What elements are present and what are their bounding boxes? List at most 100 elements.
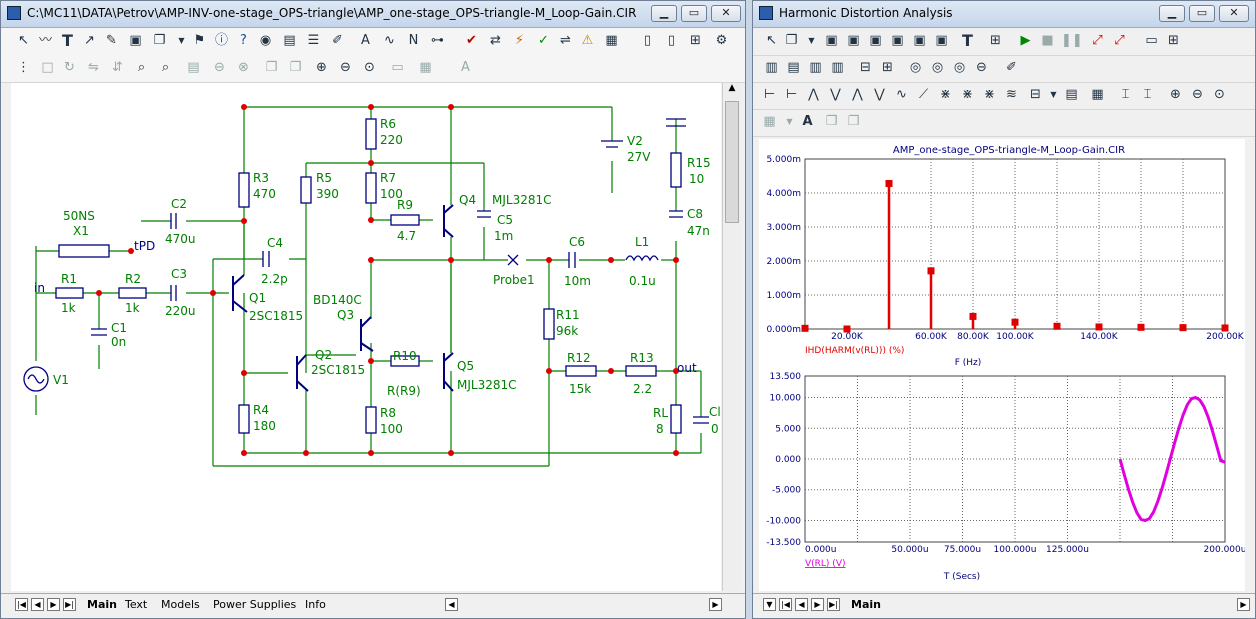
a-valley-icon[interactable]: ⋁ <box>830 87 841 102</box>
a-high-icon[interactable]: ⋀ <box>852 87 863 102</box>
a-global4-icon[interactable]: ≋ <box>1006 87 1017 102</box>
a-grid-dd-icon[interactable]: ▼ <box>786 117 793 126</box>
flip-icon[interactable]: ⇵ <box>112 60 123 75</box>
a-num-icon[interactable]: ▦ <box>1091 87 1104 102</box>
wire-icon[interactable]: 〰 <box>38 33 52 48</box>
text-tool-icon[interactable]: A <box>361 33 370 48</box>
a-scale2-icon[interactable]: ⤢ <box>1114 33 1125 48</box>
analysis-maximize-button[interactable]: ▭ <box>1189 5 1215 22</box>
zoom-out-icon[interactable]: ⊖ <box>340 60 351 75</box>
box-icon[interactable]: □ <box>41 60 54 75</box>
a-nav-last-button[interactable]: ▶| <box>827 598 840 611</box>
a-run-icon[interactable]: ▶ <box>1020 33 1031 48</box>
a-tool1-icon[interactable]: ◎ <box>909 60 922 75</box>
maximize-button[interactable]: ▭ <box>681 5 707 22</box>
text-icon[interactable]: T <box>62 31 73 50</box>
analysis-close-button[interactable]: ✕ <box>1219 5 1249 22</box>
a-ungroup-icon[interactable]: ❐ <box>847 114 860 129</box>
copy-icon[interactable]: ❐ <box>153 33 166 48</box>
plot-area[interactable]: AMP_one-stage_OPS-triangle-M_Loop-Gain.C… <box>759 139 1245 591</box>
a-cursor2-icon[interactable]: ⊢ <box>785 87 798 102</box>
a-select-icon[interactable]: ↖ <box>766 33 777 48</box>
arrows-icon[interactable]: ⇄ <box>490 33 501 48</box>
schematic-titlebar[interactable]: C:\MC11\DATA\Petrov\AMP-INV-one-stage_OP… <box>1 1 745 28</box>
nav-last-button[interactable]: ▶| <box>63 598 76 611</box>
globe-icon[interactable]: ◉ <box>259 33 272 48</box>
hscroll-left-button[interactable]: ◀ <box>445 598 458 611</box>
grid-toggle-icon[interactable]: ▦ <box>419 60 432 75</box>
cancel-icon[interactable]: ⊗ <box>238 60 249 75</box>
analysis-titlebar[interactable]: Harmonic Distortion Analysis ▁ ▭ ✕ <box>753 1 1255 28</box>
a-tab-main[interactable]: Main <box>851 598 881 611</box>
a-edit-icon[interactable]: ✐ <box>1006 60 1017 75</box>
grid-icon[interactable]: ▦ <box>605 33 618 48</box>
a-cursor1-icon[interactable]: ⊢ <box>763 87 776 102</box>
list-icon[interactable]: ☰ <box>307 33 320 48</box>
a-text-icon[interactable]: T <box>962 31 973 50</box>
tab-power-supplies[interactable]: Power Supplies <box>213 598 297 611</box>
group-icon[interactable]: ❐ <box>265 60 278 75</box>
a-col2-icon[interactable]: ▤ <box>787 60 800 75</box>
zoom-in-icon[interactable]: ⊕ <box>316 60 327 75</box>
a-window2-icon[interactable]: ⊞ <box>1168 33 1179 48</box>
a-row2-icon[interactable]: ⊞ <box>882 60 893 75</box>
warning-icon[interactable]: ⚠ <box>581 33 594 48</box>
scroll-thumb[interactable] <box>725 101 739 223</box>
a-nav-first-button[interactable]: |◀ <box>779 598 792 611</box>
lightning-icon[interactable]: ⚡ <box>514 33 525 48</box>
find-icon[interactable]: ⌕ <box>137 60 146 75</box>
check-icon[interactable]: ✔ <box>466 33 477 48</box>
a-col3-icon[interactable]: ▥ <box>809 60 822 75</box>
hscroll-right-button[interactable]: ▶ <box>709 598 722 611</box>
info-icon[interactable]: ⓘ <box>214 33 228 48</box>
a-plot4-icon[interactable]: ▣ <box>891 33 904 48</box>
a-doc-icon[interactable]: ▤ <box>1065 87 1078 102</box>
bus-icon[interactable]: ⇌ <box>560 33 571 48</box>
schematic-canvas[interactable] <box>11 83 721 591</box>
a-plot5-icon[interactable]: ▣ <box>913 33 926 48</box>
a-fit1-icon[interactable]: ⌶ <box>1121 87 1130 102</box>
step-icon[interactable]: ▤ <box>187 60 200 75</box>
a-global3-icon[interactable]: ⋇ <box>984 87 995 102</box>
pen-icon[interactable]: ✎ <box>106 33 117 48</box>
a-dd-icon[interactable]: ▼ <box>1050 90 1057 99</box>
schematic-vscroll[interactable]: ▲ <box>722 83 741 591</box>
a-pause-icon[interactable]: ❚❚ <box>1061 33 1083 48</box>
edit-icon[interactable]: ✐ <box>332 33 343 48</box>
a-props-icon[interactable]: ⊞ <box>990 33 1001 48</box>
a-fit2-icon[interactable]: ⌶ <box>1143 87 1152 102</box>
component-icon[interactable]: ▣ <box>129 33 142 48</box>
a-nav-dd-button[interactable]: ▼ <box>763 598 776 611</box>
zoom-fit-icon[interactable]: ⊙ <box>364 60 375 75</box>
panel-icon[interactable]: ▭ <box>391 60 404 75</box>
flag-icon[interactable]: ⚑ <box>193 33 206 48</box>
a-plot1-icon[interactable]: ▣ <box>825 33 838 48</box>
a-peak-icon[interactable]: ⋀ <box>808 87 819 102</box>
page2-icon[interactable]: ▯ <box>667 33 676 48</box>
ungroup-icon[interactable]: ❐ <box>289 60 302 75</box>
a-zoom-fit-icon[interactable]: ⊙ <box>1214 87 1225 102</box>
a-nav-prev-button[interactable]: ◀ <box>795 598 808 611</box>
analysis-minimize-button[interactable]: ▁ <box>1159 5 1185 22</box>
ok-icon[interactable]: ✓ <box>538 33 549 48</box>
tab-text[interactable]: Text <box>125 598 148 611</box>
a-scale1-icon[interactable]: ⤢ <box>1092 33 1103 48</box>
a-plot2-icon[interactable]: ▣ <box>847 33 860 48</box>
tab-models[interactable]: Models <box>161 598 200 611</box>
pin-icon[interactable]: ⊶ <box>431 33 444 48</box>
a-plot3-icon[interactable]: ▣ <box>869 33 882 48</box>
a-copy-icon[interactable]: ❐ <box>785 33 798 48</box>
a-zoom-out-icon[interactable]: ⊖ <box>1192 87 1203 102</box>
a-global1-icon[interactable]: ⋇ <box>940 87 951 102</box>
select-icon[interactable]: ↖ <box>18 33 29 48</box>
a-group-icon[interactable]: ❐ <box>825 114 838 129</box>
tab-info[interactable]: Info <box>305 598 326 611</box>
a-dropdown-icon[interactable]: ▼ <box>808 36 815 45</box>
table-icon[interactable]: ▤ <box>283 33 296 48</box>
nav-next-button[interactable]: ▶ <box>47 598 60 611</box>
a-tool2-icon[interactable]: ◎ <box>931 60 944 75</box>
a-window1-icon[interactable]: ▭ <box>1145 33 1158 48</box>
a-hscroll-right-button[interactable]: ▶ <box>1237 598 1250 611</box>
page-icon[interactable]: ▯ <box>643 33 652 48</box>
a-row1-icon[interactable]: ⊟ <box>860 60 871 75</box>
